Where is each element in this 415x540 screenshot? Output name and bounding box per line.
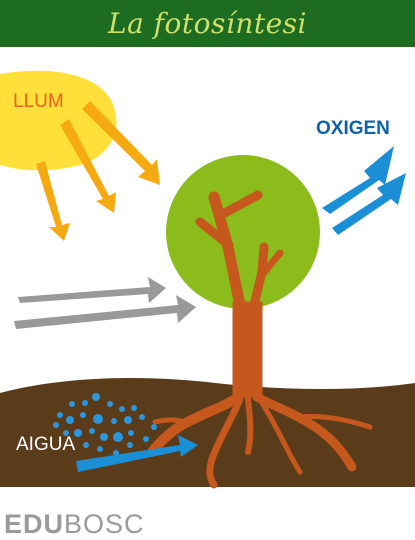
tree-roots (147, 392, 373, 489)
light-label: LLUM (13, 91, 64, 112)
water-label: AIGUA (16, 434, 76, 455)
water-arrow (76, 435, 198, 472)
title-banner: La fotosíntesi (0, 0, 415, 47)
co2-arrow-2 (14, 295, 196, 329)
sun-ray-2 (60, 119, 116, 213)
logo-bosc: BOSC (64, 509, 145, 539)
logo-edu: EDU (4, 509, 65, 539)
sun-rays (36, 101, 160, 241)
edubosc-logo: EDUBOSC (4, 509, 145, 540)
tree-crown (166, 155, 320, 309)
oxygen-arrow-2 (332, 173, 406, 235)
sun-ray-1 (36, 161, 70, 241)
tree-trunk (195, 190, 284, 398)
water-drops (53, 393, 157, 456)
sun-ray-3 (82, 101, 160, 185)
co2-arrows (14, 277, 196, 329)
oxygen-arrows (322, 146, 406, 235)
page-title: La fotosíntesi (107, 7, 308, 40)
co2-arrow-1 (18, 277, 166, 303)
oxygen-arrow-1 (322, 146, 394, 214)
sun-disc (0, 70, 117, 171)
oxygen-label: OXIGEN (316, 118, 390, 139)
photosynthesis-diagram (0, 70, 415, 489)
